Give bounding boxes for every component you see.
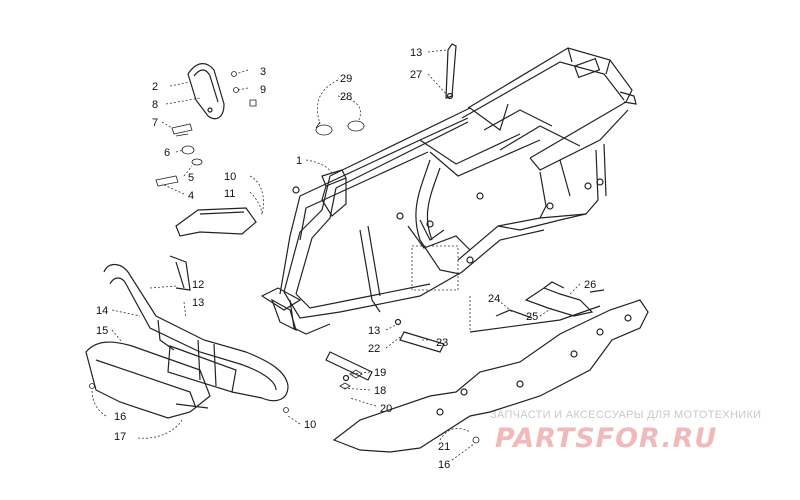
- callout-28: 28: [340, 91, 352, 103]
- main-skid-plate: [332, 296, 649, 453]
- callout-29: 29: [340, 73, 352, 85]
- callout-21: 21: [438, 441, 450, 453]
- callout-25: 25: [526, 311, 538, 323]
- leader-lines: [91, 49, 581, 461]
- hose-clamps: [315, 120, 365, 136]
- callout-20: 20: [380, 403, 392, 415]
- callout-27: 27: [410, 69, 422, 81]
- callout-22: 22: [368, 343, 380, 355]
- callout-4: 4: [188, 190, 194, 202]
- callout-10a: 10: [224, 171, 236, 183]
- front-bumper: [103, 255, 289, 402]
- watermark-caption: ЗАПЧАСТИ И АКСЕССУАРЫ ДЛЯ МОТОТЕХНИКИ: [490, 409, 761, 421]
- callout-24: 24: [488, 293, 500, 305]
- callout-13b: 13: [410, 47, 422, 59]
- callout-16a: 16: [114, 411, 126, 423]
- callout-23: 23: [436, 337, 448, 349]
- headlight-bracket: [187, 63, 225, 120]
- callout-12: 12: [192, 279, 204, 291]
- callout-16b: 16: [438, 459, 450, 471]
- callout-14: 14: [96, 305, 108, 317]
- callout-3: 3: [260, 66, 266, 78]
- callout-6: 6: [164, 147, 170, 159]
- callout-5: 5: [188, 172, 194, 184]
- rear-strut: [445, 43, 457, 100]
- callout-7: 7: [152, 117, 158, 129]
- callout-11: 11: [224, 188, 235, 200]
- callout-2: 2: [152, 81, 158, 93]
- main-frame: [260, 47, 637, 335]
- callout-10b: 10: [304, 419, 316, 431]
- callout-13a: 13: [192, 297, 204, 309]
- rear-hitch: [495, 281, 605, 319]
- callout-26: 26: [584, 279, 596, 291]
- front-brace: [175, 207, 257, 237]
- callout-19: 19: [374, 367, 386, 379]
- callout-labels: 1 2 3 8 9 7 6 5 4 10 11 12 13 14 15 16 1…: [96, 47, 596, 471]
- callout-18: 18: [374, 385, 386, 397]
- hardware-small: [155, 71, 257, 187]
- callout-13c: 13: [368, 325, 380, 337]
- callout-8: 8: [152, 99, 158, 111]
- watermark-logo: PARTSFOR.RU: [495, 423, 717, 454]
- bottom-hardware: [89, 369, 480, 444]
- bumper-skid-plate: [85, 341, 211, 419]
- callout-15: 15: [96, 325, 108, 337]
- callout-9: 9: [260, 84, 266, 96]
- callout-1: 1: [296, 155, 302, 167]
- callout-17: 17: [114, 431, 126, 443]
